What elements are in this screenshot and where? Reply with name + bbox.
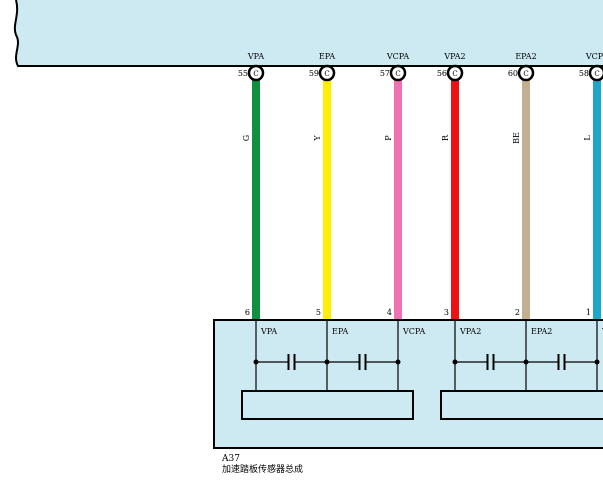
sensor-pin-number: 3 xyxy=(444,308,449,317)
connector-label: C xyxy=(395,70,400,78)
wire-color-code: Y xyxy=(313,135,322,142)
connector-c-circle xyxy=(446,64,464,82)
ecu-pin-number: 60 xyxy=(508,69,518,78)
ecu-pin-signal: VCPA xyxy=(386,52,410,61)
sensor-pin-signal: EPA xyxy=(332,327,348,336)
ecu-pin-number: 59 xyxy=(309,69,319,78)
ecu-pin-number: 58 xyxy=(579,69,589,78)
connector-c-circle xyxy=(247,64,265,82)
connector-label: C xyxy=(452,70,457,78)
ecu-pin-number: 57 xyxy=(380,69,390,78)
sensor-pin-signal: VPA2 xyxy=(459,327,481,336)
connector-label: C xyxy=(523,70,528,78)
connector-c-circle xyxy=(318,64,336,82)
wire-g xyxy=(252,80,260,320)
ecu-pin-signal: VPA xyxy=(247,52,264,61)
wire-color-code: P xyxy=(384,135,393,141)
sensor-pin-number: 2 xyxy=(515,308,520,317)
wire-color-code: G xyxy=(242,135,251,141)
component-name: 加速踏板传感器总成 xyxy=(222,463,303,475)
connector-c-circle xyxy=(517,64,535,82)
wire-r xyxy=(451,80,459,320)
ecu-block-border xyxy=(13,0,603,67)
sensor-pin-number: 1 xyxy=(586,308,591,317)
ecu-pin-signal: VCP2 xyxy=(585,52,603,61)
wire-color-code: R xyxy=(441,134,450,141)
wire-p xyxy=(394,80,402,320)
ecu-pin-number: 56 xyxy=(437,69,447,78)
ecu-block xyxy=(14,0,603,66)
sensor-pin-signal: EPA2 xyxy=(531,327,552,336)
sensor-pin-number: 4 xyxy=(387,308,392,317)
wire-color-code: L xyxy=(583,135,592,141)
ecu-pin-signal: VPA2 xyxy=(443,52,465,61)
wire-l xyxy=(593,80,601,320)
sensor-pin-signal: V xyxy=(601,327,603,336)
wire-be xyxy=(522,80,530,320)
connector-label: C xyxy=(253,70,258,78)
connector-c-circle xyxy=(588,64,603,82)
sensor-pin-number: 5 xyxy=(316,308,321,317)
sensor-pin-signal: VCPA xyxy=(402,327,426,336)
wire-color-code: BE xyxy=(512,132,521,144)
connector-c-circle xyxy=(389,64,407,82)
component-code: A37 xyxy=(221,454,240,464)
ecu-pin-number: 55 xyxy=(238,69,248,78)
sensor-element-box xyxy=(440,390,603,420)
connector-label: C xyxy=(594,70,599,78)
sensor-assembly-box xyxy=(213,319,603,449)
ecu-pin-signal: EPA xyxy=(319,52,335,61)
ecu-pin-signal: EPA2 xyxy=(515,52,536,61)
wire-y xyxy=(323,80,331,320)
sensor-pin-signal: VPA xyxy=(260,327,277,336)
connector-label: C xyxy=(324,70,329,78)
sensor-pin-number: 6 xyxy=(245,308,250,317)
sensor-element-box xyxy=(241,390,414,420)
